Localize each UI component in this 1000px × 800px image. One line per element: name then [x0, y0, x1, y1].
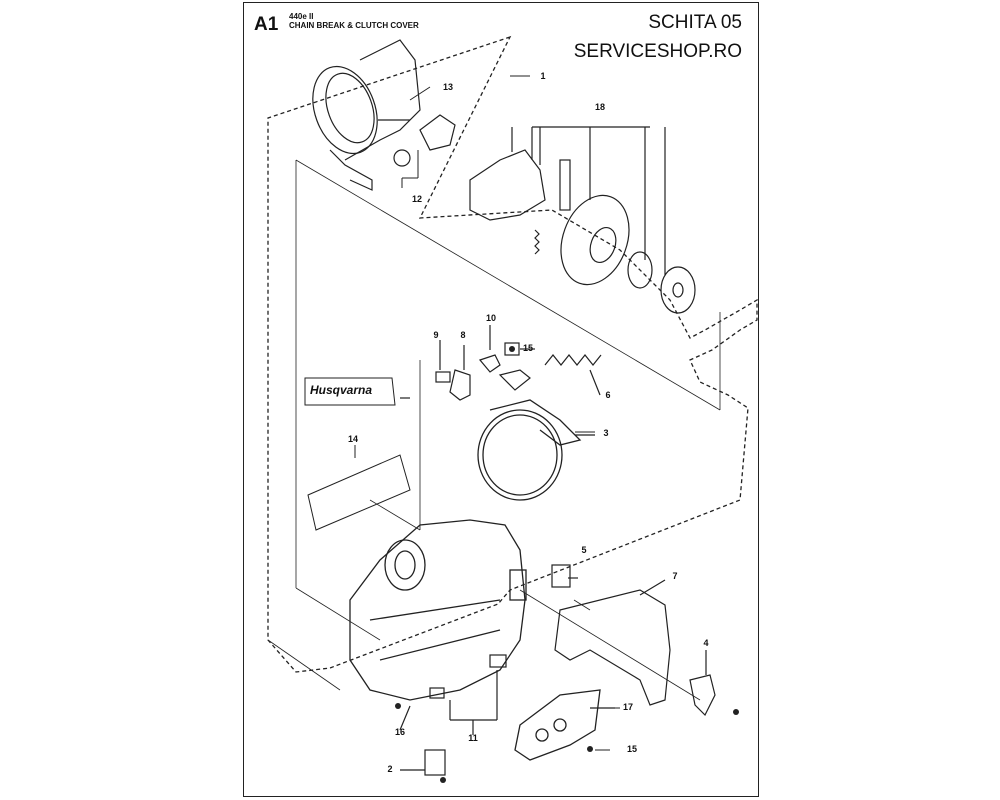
callout-6: 6: [605, 390, 611, 400]
callout-5: 5: [581, 545, 587, 555]
screw-parts: [395, 346, 739, 783]
brake-cover-part: [312, 39, 456, 191]
brake-linkage-part: [435, 325, 602, 401]
guide-line: [369, 499, 421, 531]
callout-10: 10: [485, 313, 496, 323]
callout-13: 13: [442, 82, 453, 92]
clutch-assembly-part: [469, 126, 696, 314]
husqvarna-logo: Husqvarna: [310, 383, 373, 397]
decal-part: [304, 377, 411, 531]
callout-1: 1: [540, 71, 546, 81]
callout-17: 17: [622, 702, 633, 712]
site-label: SERVICESHOP.RO: [573, 41, 742, 62]
callout-4: 4: [703, 638, 709, 648]
sheet-label: SCHITA 05: [648, 12, 742, 33]
callout-16: 16: [394, 727, 405, 737]
callout-15a: 15: [522, 343, 533, 353]
guide-line: [519, 589, 701, 701]
callout-14: 14: [347, 434, 358, 444]
callout-9: 9: [433, 330, 439, 340]
diagram-frame: [243, 2, 759, 797]
chain-guide-part: [551, 564, 716, 717]
callout-15b: 15: [626, 744, 637, 754]
callout-12: 12: [411, 194, 422, 204]
section-title: CHAIN BREAK & CLUTCH COVER: [289, 21, 419, 30]
section-code: A1: [254, 14, 279, 35]
callout-3: 3: [603, 428, 609, 438]
brake-band-part: [477, 399, 595, 501]
callout-2: 2: [387, 764, 393, 774]
clutch-cover-part: [349, 519, 527, 701]
callout-11: 11: [468, 733, 478, 743]
hardware-part: [399, 397, 507, 776]
guide-line: [295, 159, 721, 411]
model-name: 440e II: [289, 12, 314, 21]
guide-line: [295, 587, 381, 641]
bar-plate-part: [514, 689, 615, 761]
callout-8: 8: [460, 330, 466, 340]
callout-7: 7: [672, 571, 678, 581]
guide-line: [267, 639, 341, 691]
callout-18: 18: [594, 102, 605, 112]
